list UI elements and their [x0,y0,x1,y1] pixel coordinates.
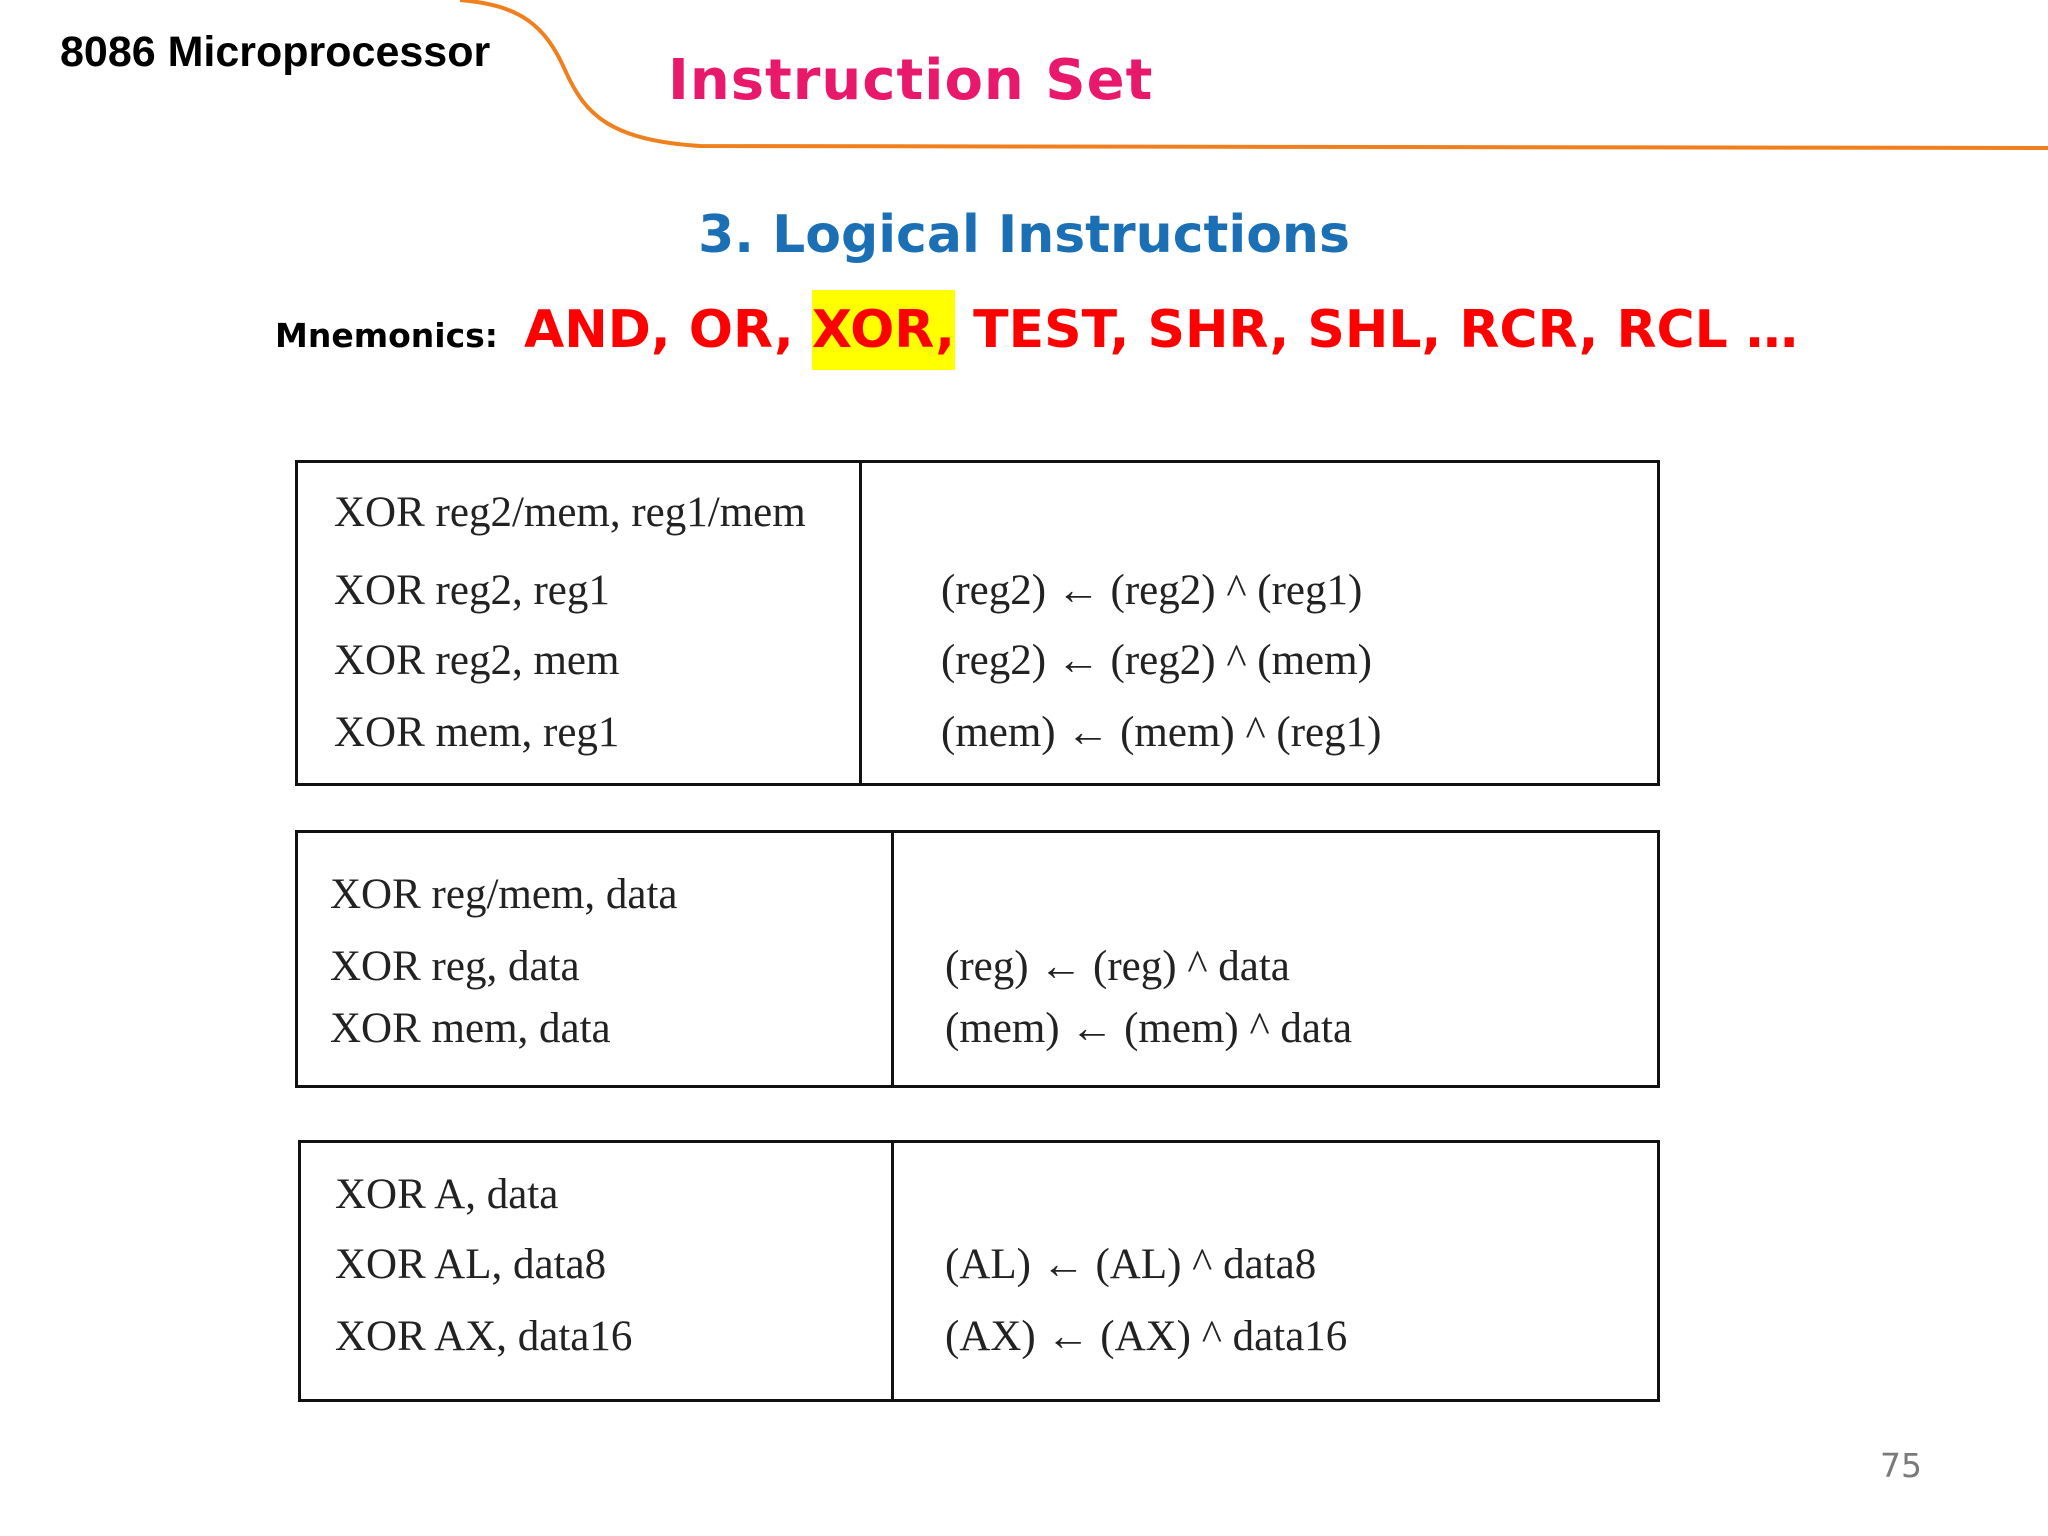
xor-regmem-table: XOR reg2/mem, reg1/mem XOR reg2, reg1 XO… [295,460,1660,786]
mnemonic-shl: SHL, [1307,300,1442,360]
instruction-cell: XOR AL, data8 [335,1241,607,1288]
mnemonic-xor-highlighted: XOR, [811,290,956,370]
xor-immediate-table: XOR reg/mem, data XOR reg, data XOR mem,… [295,830,1660,1088]
operation-cell: (reg2) ← (reg2) ^ (mem) [941,637,1372,684]
operation-cell: (mem) ← (mem) ^ (reg1) [941,709,1382,756]
instruction-cell: XOR A, data [335,1171,559,1218]
operation-cell: (reg) ← (reg) ^ data [945,943,1290,990]
instruction-cell: XOR reg2, mem [334,637,620,684]
mnemonic-test: TEST, [973,300,1130,360]
page-number: 75 [1880,1446,1922,1485]
operation-cell: (AL) ← (AL) ^ data8 [945,1241,1317,1288]
instruction-cell: XOR mem, reg1 [334,709,620,756]
slide-title: Instruction Set [668,48,1154,113]
instruction-cell: XOR reg2/mem, reg1/mem [334,489,806,536]
xor-accumulator-table: XOR A, data XOR AL, data8 XOR AX, data16… [298,1140,1660,1402]
instruction-cell: XOR reg, data [330,943,580,990]
mnemonics-label: Mnemonics: [275,315,498,355]
mnemonic-and: AND, [523,300,671,360]
instruction-cell: XOR reg/mem, data [330,871,678,918]
mnemonic-shr: SHR, [1147,300,1290,360]
operation-cell: (mem) ← (mem) ^ data [945,1005,1353,1052]
mnemonic-rcl: RCL … [1616,300,1798,360]
section-heading: 3. Logical Instructions [698,205,1350,265]
mnemonics-row: Mnemonics: AND, OR, XOR, TEST, SHR, SHL,… [275,284,1798,376]
header-curve [459,0,2048,150]
mnemonic-rcr: RCR, [1459,300,1599,360]
instruction-cell: XOR mem, data [330,1005,611,1052]
mnemonic-or: OR, [688,300,794,360]
operation-cell: (reg2) ← (reg2) ^ (reg1) [941,567,1363,614]
operation-cell: (AX) ← (AX) ^ data16 [945,1313,1348,1360]
instruction-cell: XOR AX, data16 [335,1313,633,1360]
course-title: 8086 Microprocessor [60,28,491,76]
instruction-cell: XOR reg2, reg1 [334,567,610,614]
